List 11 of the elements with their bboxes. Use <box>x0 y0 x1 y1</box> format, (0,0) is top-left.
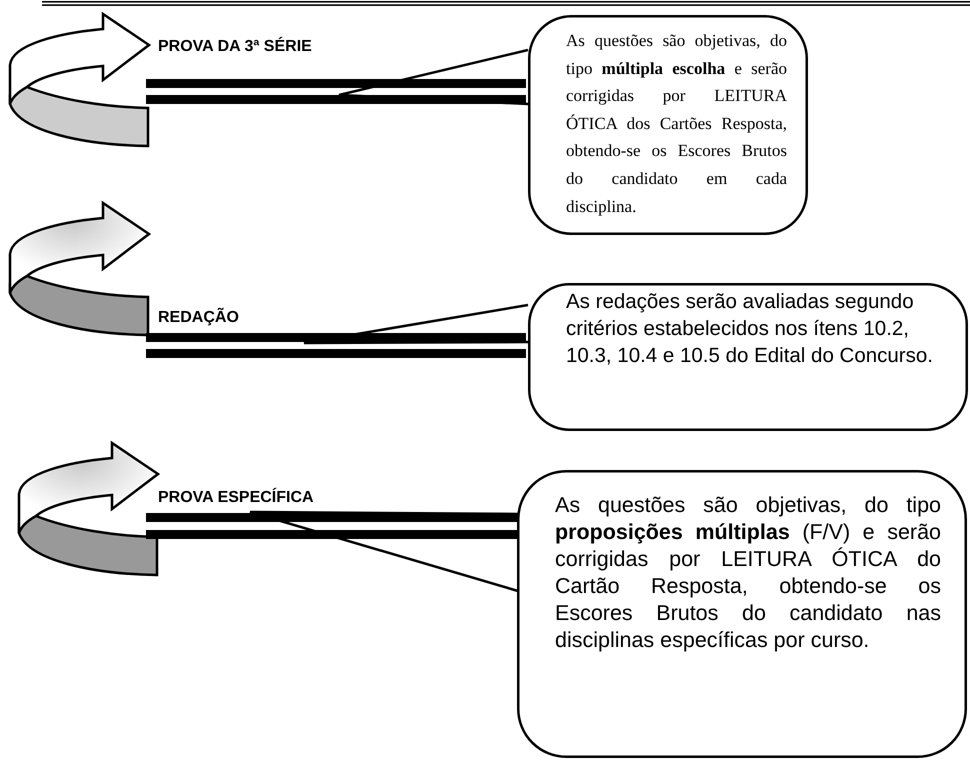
speech-bubble <box>517 470 967 758</box>
callout-text: As redações serão avaliadas segundo critérios estabelecidos nos ítens 10.2, 10.3, 10.4 e 10.5 do Edital do Concurso. <box>566 289 934 369</box>
heading-text: PROVA DA 3ª SÉRIE <box>158 38 312 56</box>
speech-bubble <box>528 283 968 431</box>
speech-bubble <box>528 15 808 235</box>
heading-text: REDAÇÃO <box>158 309 239 327</box>
section-heading <box>146 36 526 104</box>
section-heading <box>146 307 526 357</box>
callout-text: As questões são objetivas, do tipo múltipla escolha e serão corrigidas por LEITURA ÓTICA dos Cartões Resposta, obtendo-se os Escores Brutos do candidato em cada disciplina. <box>566 30 787 218</box>
heading-text: PROVA ESPECÍFICA <box>158 489 314 507</box>
callout-text: As questões são objetivas, do tipo proposições múltiplas (F/V) e serão corrigidas por LEITURA ÓTICA do Cartão Resposta, obtendo-se os Escores Brutos do candidato nas disciplinas específicas por curso. <box>555 492 941 654</box>
